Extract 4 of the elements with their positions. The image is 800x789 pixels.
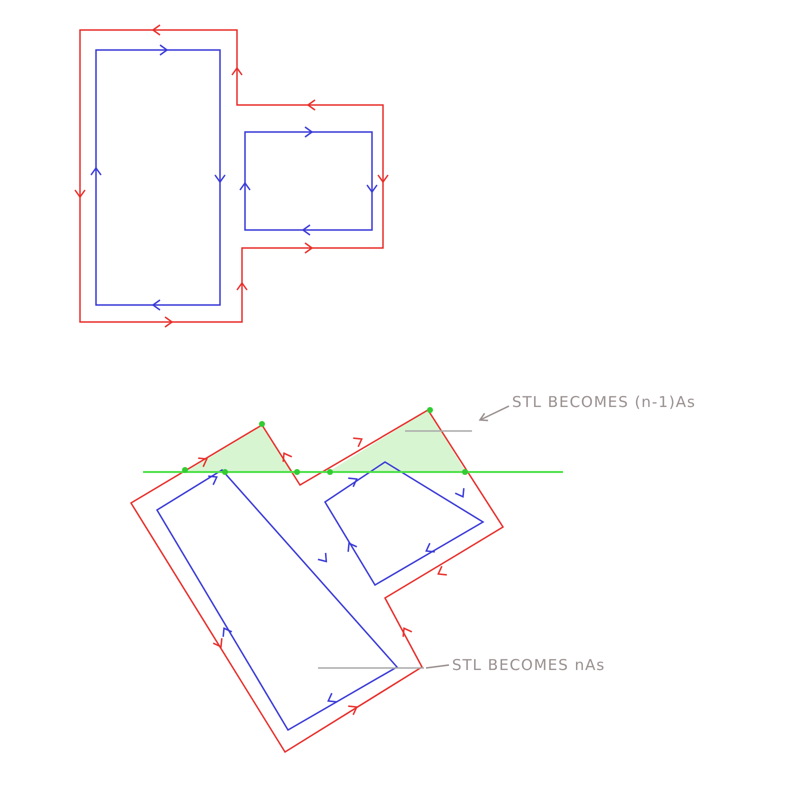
annotation-text: STL BECOMES nAs [452,656,606,674]
leader-line [426,664,450,669]
annotation-text: STL BECOMES (n-1)As [512,393,696,411]
leader-line [479,405,510,422]
